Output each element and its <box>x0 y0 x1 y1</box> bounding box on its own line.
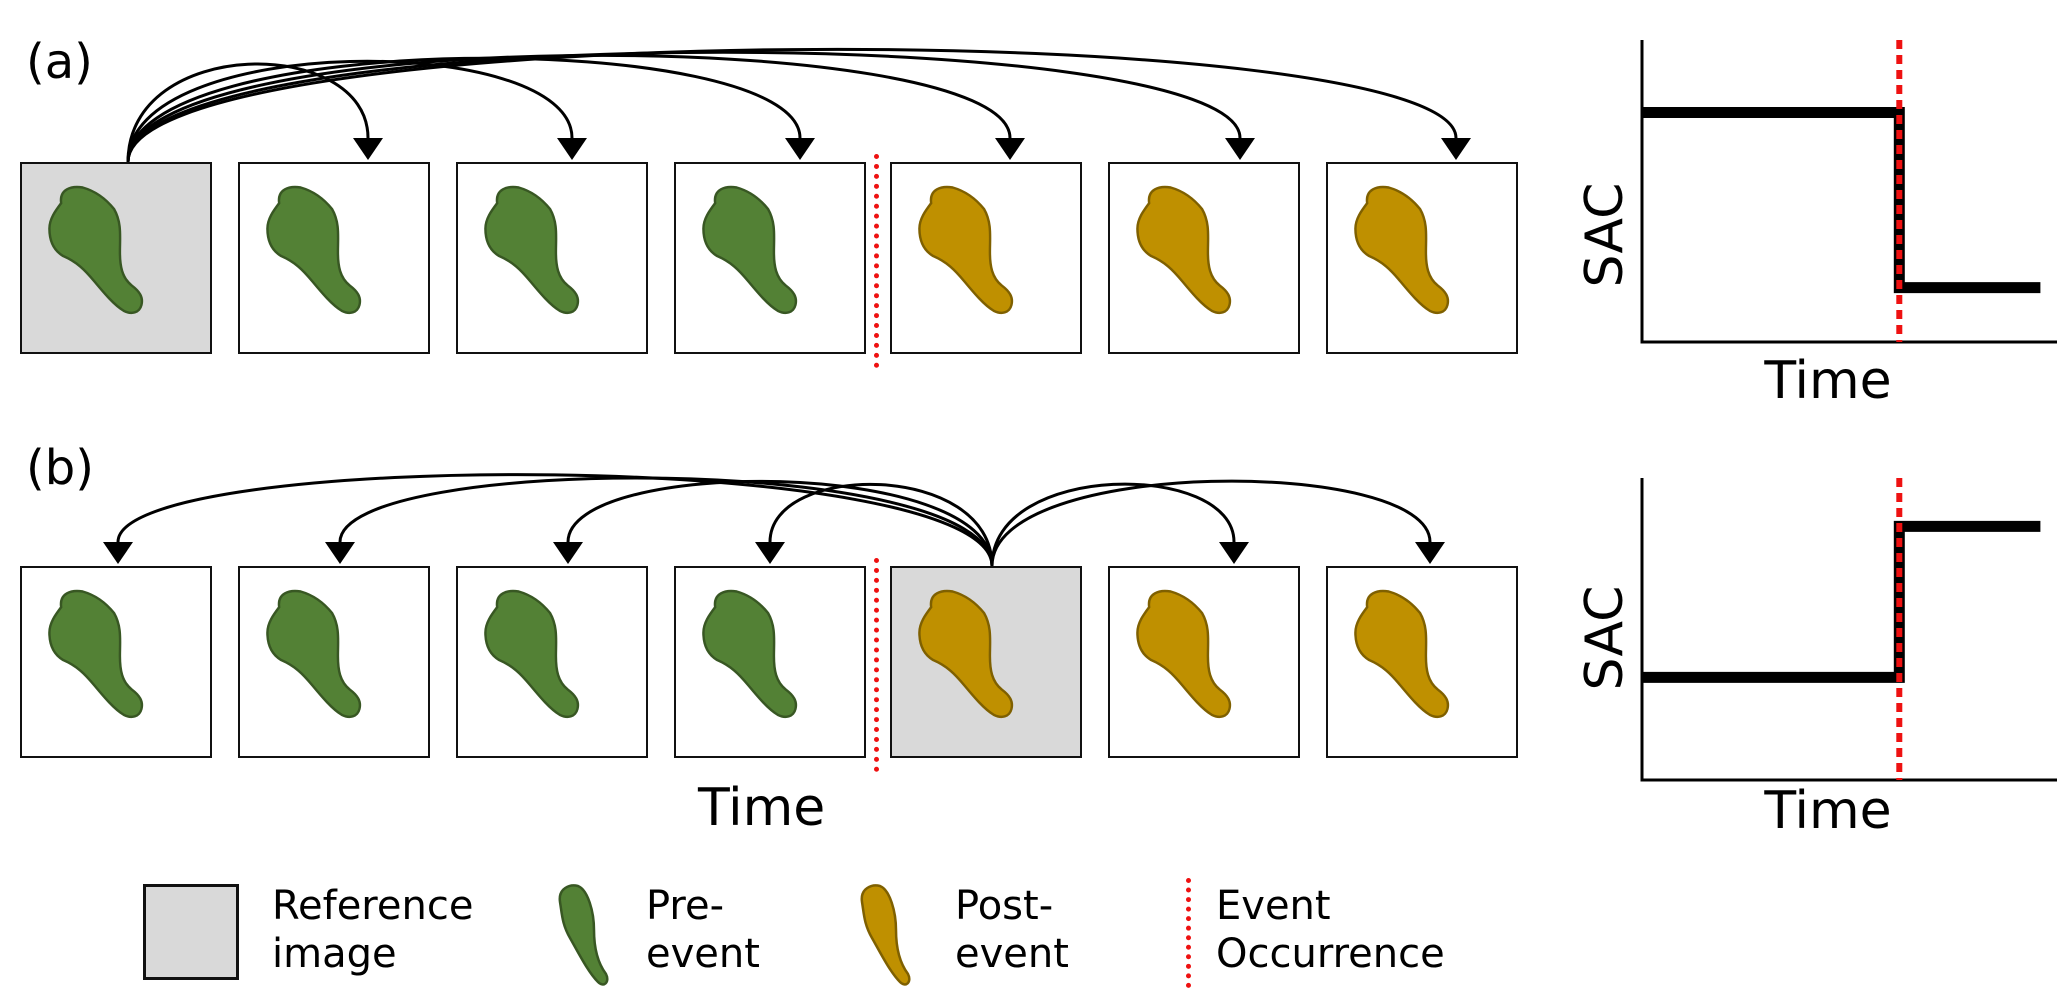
image-frame <box>456 162 648 354</box>
arrowhead-icon <box>995 138 1025 160</box>
arrowhead-icon <box>353 138 383 160</box>
comparison-arrow <box>126 62 370 163</box>
legend-event-line <box>1186 878 1191 988</box>
plot-axes <box>1640 40 2057 344</box>
comparison-arrow <box>990 482 1236 567</box>
pre-event-object-icon <box>266 589 362 719</box>
arrowhead-icon <box>553 542 583 564</box>
panel-b-label: (b) <box>26 440 94 496</box>
arrowhead-icon <box>1219 542 1249 564</box>
panel-a-label: (a) <box>26 34 93 90</box>
pre-event-object-icon <box>702 185 798 315</box>
sac-a-ylabel: SAC <box>1575 183 1635 288</box>
reference-image-frame <box>20 162 212 354</box>
comparison-arrow <box>566 479 994 567</box>
image-frame <box>1326 566 1518 758</box>
image-frame <box>1108 162 1300 354</box>
legend-event-line2: Occurrence <box>1216 931 1445 977</box>
comparison-arrow <box>126 59 574 163</box>
legend-reference-line2: image <box>272 931 397 977</box>
comparison-arrow <box>126 47 1458 163</box>
comparison-arrow <box>126 53 1012 163</box>
legend-reference-line1: Reference <box>272 883 474 929</box>
post-event-object-icon <box>918 589 1014 719</box>
legend-post-event-line1: Post- <box>955 883 1054 929</box>
sac-b-xlabel: Time <box>1763 781 1891 841</box>
legend-event-line1: Event <box>1216 883 1331 929</box>
sac-a-xlabel: Time <box>1763 351 1891 411</box>
panel-a-event-line <box>874 154 879 368</box>
comparison-arrow <box>338 476 994 567</box>
post-event-object-icon <box>1354 185 1450 315</box>
sac-step-line <box>1642 520 2041 683</box>
plot-axes <box>1640 478 2057 782</box>
image-frame <box>456 566 648 758</box>
comparison-arrow <box>126 50 1242 163</box>
pre-event-object-icon <box>48 185 144 315</box>
legend-post-event-label: Post- event <box>955 882 1069 978</box>
post-event-object-icon <box>1136 185 1232 315</box>
sac-b-ylabel: SAC <box>1575 586 1635 691</box>
legend-pre-event-line1: Pre- <box>646 883 725 929</box>
pre-event-object-icon <box>484 185 580 315</box>
post-event-object-icon <box>1354 589 1450 719</box>
legend-post-event-icon <box>860 884 911 986</box>
pre-event-object-icon <box>702 589 798 719</box>
arrowhead-icon <box>755 542 785 564</box>
legend-pre-event-label: Pre- event <box>646 882 760 978</box>
image-frame <box>1326 162 1518 354</box>
image-frame <box>1108 566 1300 758</box>
legend-pre-event-line2: event <box>646 931 760 977</box>
image-frame <box>674 566 866 758</box>
legend-post-event-line2: event <box>955 931 1069 977</box>
arrowhead-icon <box>1225 138 1255 160</box>
post-event-object-icon <box>1136 589 1232 719</box>
image-frame <box>20 566 212 758</box>
comparison-arrow <box>116 473 994 567</box>
image-frame <box>674 162 866 354</box>
legend-pre-event-icon <box>558 884 609 986</box>
legend-reference-swatch <box>143 884 239 980</box>
arrowhead-icon <box>557 138 587 160</box>
arrowhead-icon <box>785 138 815 160</box>
post-event-object-icon <box>918 185 1014 315</box>
sac-plot-a: SAC Time <box>1575 40 2057 411</box>
pre-event-object-icon <box>266 185 362 315</box>
comparison-arrow <box>990 479 1432 567</box>
arrowhead-icon <box>103 542 133 564</box>
pre-event-object-icon <box>48 589 144 719</box>
pre-event-object-icon <box>484 589 580 719</box>
legend-event-label: Event Occurrence <box>1216 882 1445 978</box>
panel-b-time-label: Time <box>698 778 826 838</box>
image-frame <box>890 162 1082 354</box>
image-frame <box>238 566 430 758</box>
sac-plot-b: SAC Time <box>1575 478 2057 841</box>
arrowhead-icon <box>1441 138 1471 160</box>
arrowhead-icon <box>1415 542 1445 564</box>
arrowhead-icon <box>325 542 355 564</box>
comparison-arrow <box>768 482 994 567</box>
comparison-arrow <box>126 56 802 163</box>
reference-image-frame <box>890 566 1082 758</box>
sac-step-line <box>1642 106 2041 294</box>
image-frame <box>238 162 430 354</box>
legend-reference-label: Reference image <box>272 882 473 978</box>
panel-b-event-line <box>874 558 879 772</box>
